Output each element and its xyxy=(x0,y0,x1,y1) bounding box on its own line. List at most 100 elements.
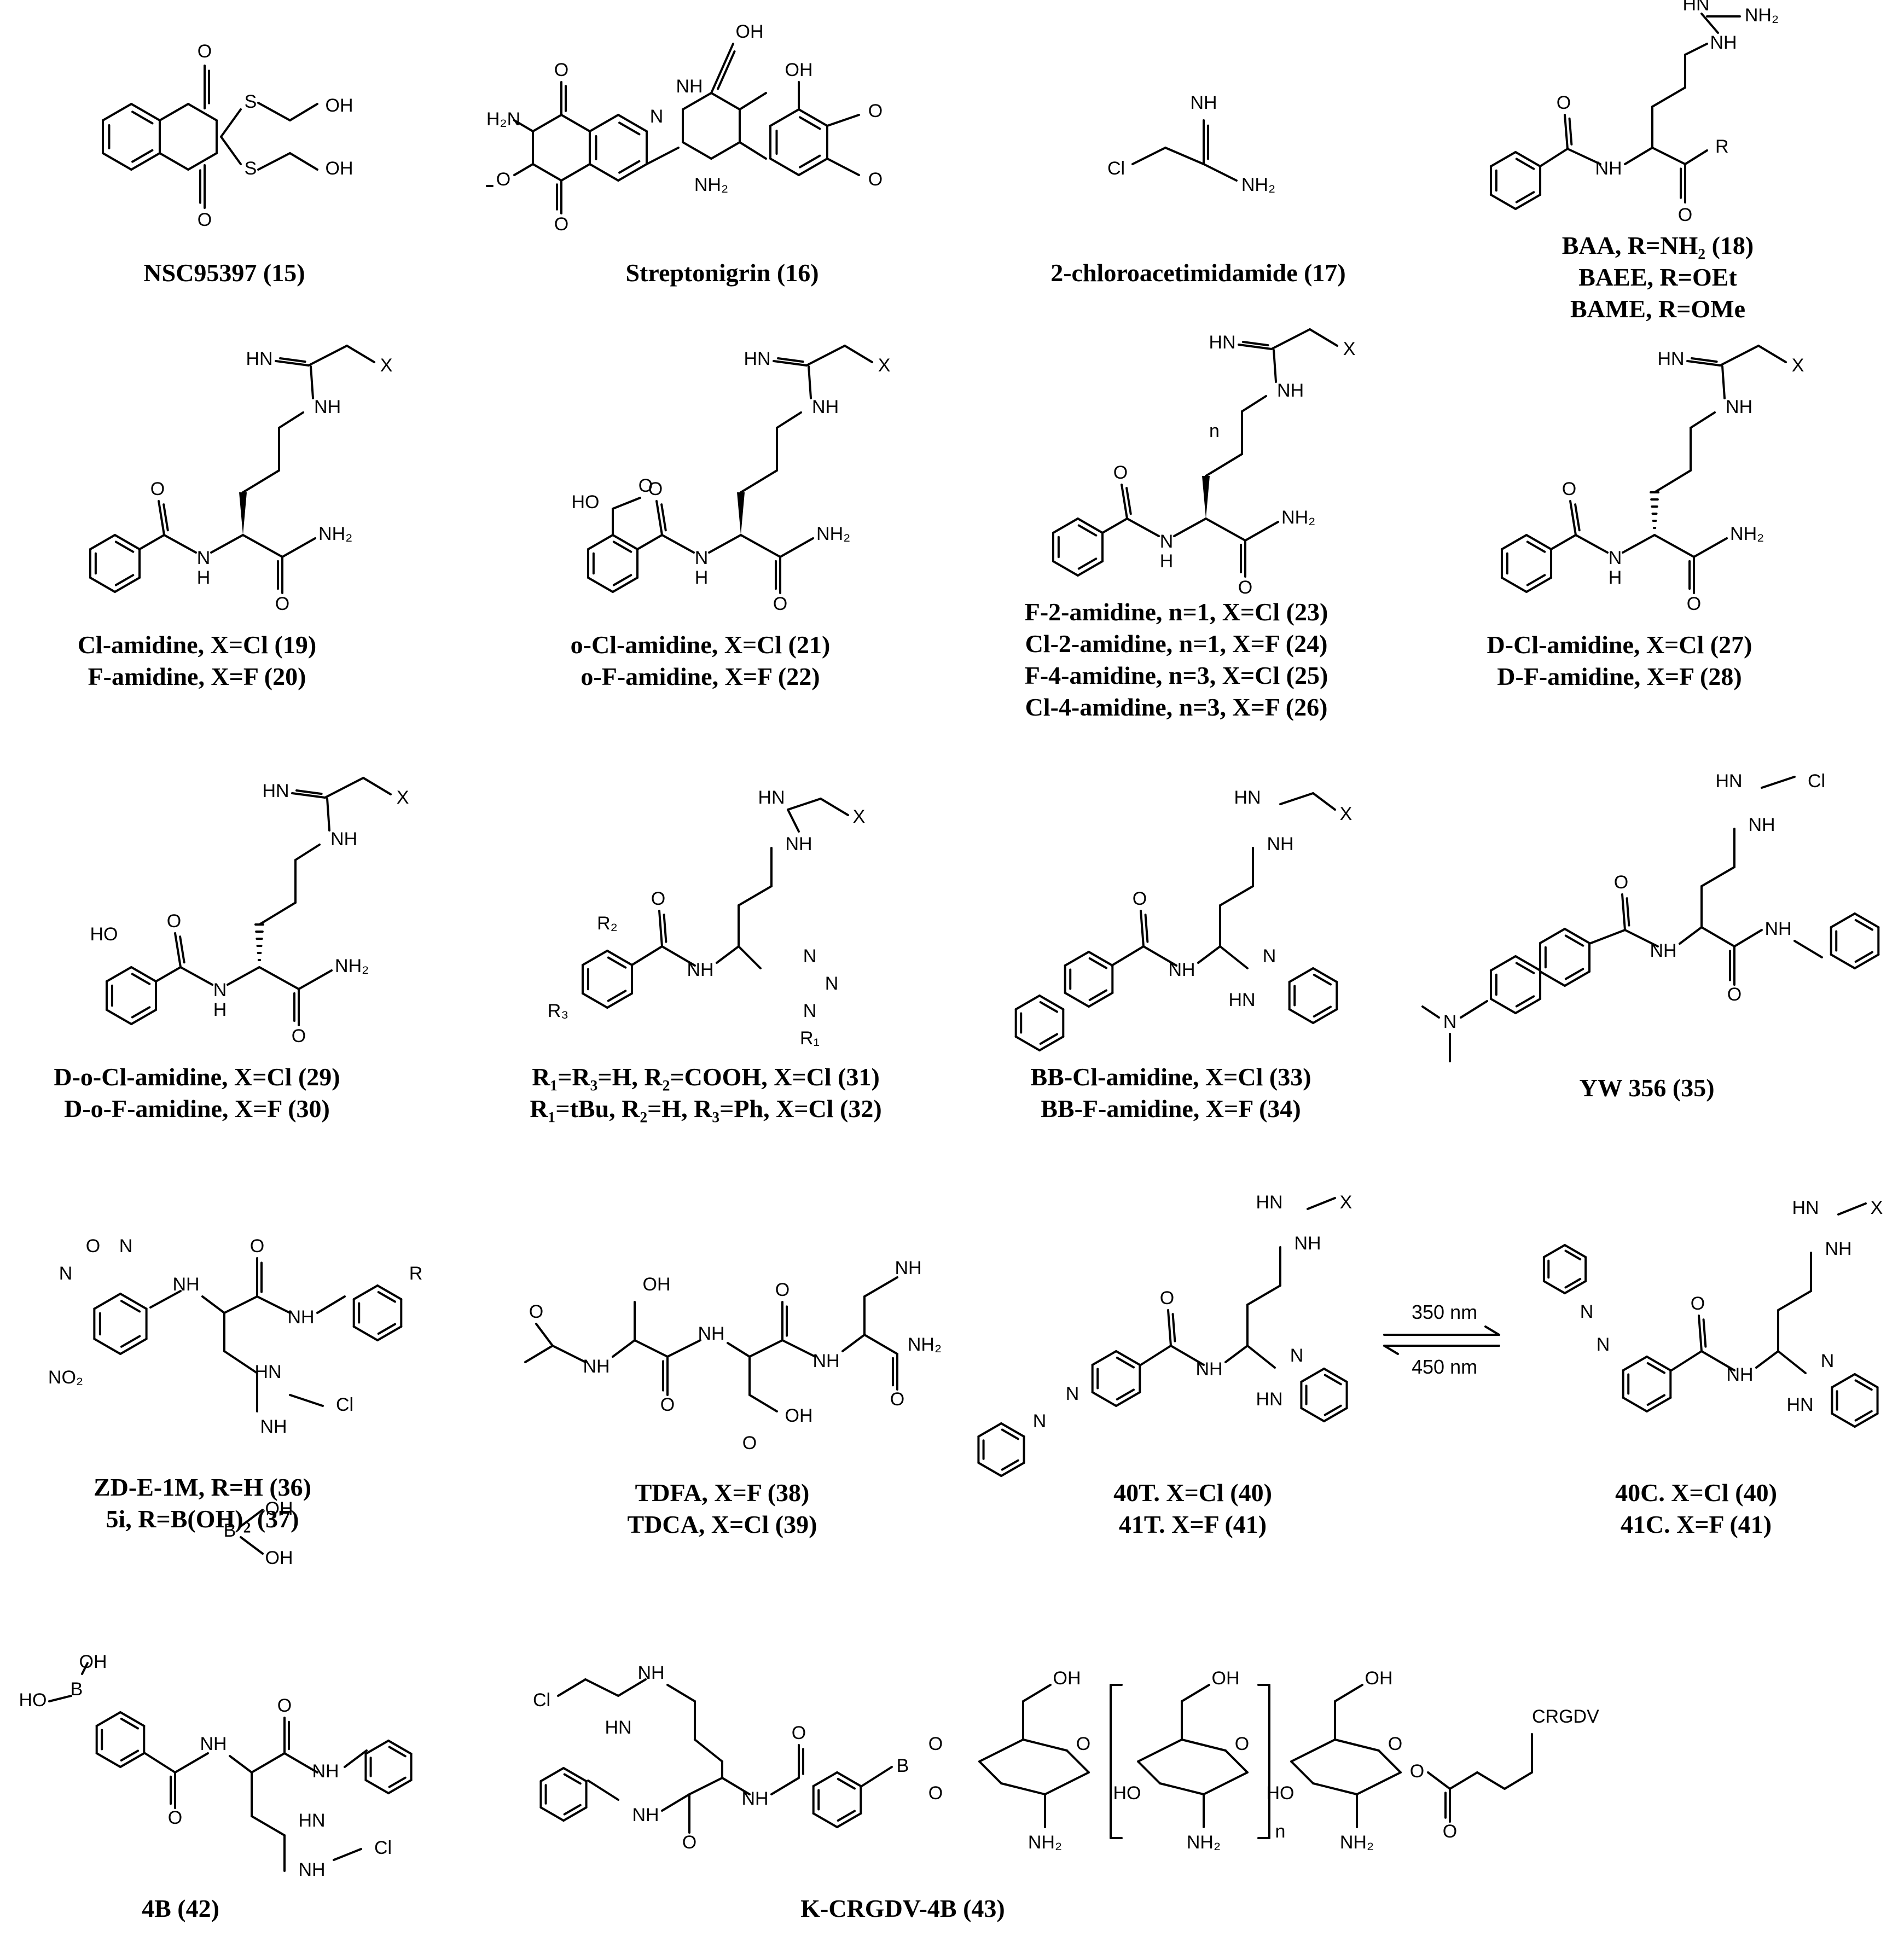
bond xyxy=(388,1776,407,1788)
bond xyxy=(1313,974,1332,986)
bond xyxy=(1564,1244,1587,1258)
bond xyxy=(114,574,135,586)
atom-label: HO xyxy=(1113,1783,1141,1804)
atom-label: NH xyxy=(1650,940,1676,961)
caption-line: BAEE, R=OEt xyxy=(1578,263,1737,291)
bond xyxy=(1137,1760,1161,1784)
atom-label: NH xyxy=(172,1274,199,1295)
atom-label: NH xyxy=(676,76,703,97)
bond xyxy=(1690,411,1716,429)
bond xyxy=(1170,1345,1205,1366)
atom-label: NH xyxy=(583,1356,609,1377)
bond xyxy=(227,966,261,986)
atom-label: O xyxy=(86,1236,100,1257)
bond xyxy=(587,577,614,593)
atom-label: N xyxy=(1263,946,1276,967)
bond xyxy=(1755,1350,1779,1369)
bond xyxy=(119,1711,146,1727)
bond xyxy=(158,500,166,536)
atom-label: O xyxy=(198,210,212,230)
bond xyxy=(777,357,804,363)
bond xyxy=(187,152,218,171)
atom-label: HN xyxy=(744,348,770,369)
bond xyxy=(1000,1422,1025,1438)
bond xyxy=(776,411,803,429)
bond xyxy=(1279,792,1314,805)
atom-label: OH xyxy=(326,158,353,179)
bond xyxy=(1205,518,1247,542)
bond xyxy=(81,1662,89,1675)
atom-label: O xyxy=(648,479,663,499)
bond xyxy=(1670,1350,1703,1371)
bond xyxy=(289,1394,324,1407)
bond xyxy=(251,1815,286,1836)
bond xyxy=(316,1295,346,1314)
bond xyxy=(1564,968,1584,980)
caption-line: R₁=R₃=H, R₂=COOH, X=Cl (31) xyxy=(532,1063,880,1091)
bond xyxy=(799,116,821,130)
bond xyxy=(229,1755,253,1774)
atom-label: X xyxy=(853,806,866,827)
bond xyxy=(607,956,627,969)
atom-label: NH xyxy=(260,1416,287,1437)
bond xyxy=(352,1284,379,1300)
atom-label: N xyxy=(119,1236,133,1257)
bond xyxy=(1044,1771,1090,1795)
atom-label: NO₂ xyxy=(48,1367,83,1388)
bond xyxy=(612,497,641,510)
atom-label: N xyxy=(1821,1351,1835,1371)
atom-label: NH xyxy=(298,1859,325,1880)
bond xyxy=(1651,86,1686,108)
atom-label: HN xyxy=(1234,787,1261,808)
atom-label: NH xyxy=(812,397,839,417)
atom-label: O xyxy=(529,1301,543,1322)
bond xyxy=(539,1767,565,1782)
bond xyxy=(1290,1760,1314,1784)
atom-label: HN xyxy=(605,1717,631,1738)
bond xyxy=(1793,940,1823,958)
caption-line: D-F-amidine, X=F (28) xyxy=(1497,662,1742,690)
bond xyxy=(1001,1428,1019,1440)
bond xyxy=(1542,1280,1566,1294)
bond xyxy=(223,1350,258,1374)
caption-line: D-o-F-amidine, X=F (30) xyxy=(64,1095,330,1123)
bond xyxy=(131,973,151,985)
bond xyxy=(138,534,166,550)
bond xyxy=(179,966,214,986)
atom-label: O xyxy=(1410,1761,1424,1782)
atom-label: N xyxy=(650,106,664,127)
bond xyxy=(1489,955,1517,972)
bond xyxy=(1837,1202,1867,1216)
bond xyxy=(174,1752,209,1774)
caption-c33: BB-Cl-amidine, X=Cl (33)BB-F-amidine, X=… xyxy=(897,1061,1444,1125)
bond xyxy=(89,534,116,550)
bond xyxy=(798,158,828,176)
atom-label: NH xyxy=(632,1805,659,1825)
caption-line: F-4-amidine, n=3, X=Cl (25) xyxy=(1024,661,1328,689)
bond xyxy=(376,1284,403,1300)
bond xyxy=(114,540,135,553)
bond xyxy=(636,534,664,550)
bond xyxy=(377,1291,397,1303)
bond xyxy=(617,1678,647,1697)
bond xyxy=(275,360,310,367)
bond xyxy=(1653,534,1696,558)
bond xyxy=(589,163,619,182)
bond xyxy=(1205,453,1244,477)
atom-label: N xyxy=(1597,1334,1610,1355)
bond xyxy=(826,158,860,176)
atom-label: NH₂ xyxy=(908,1334,942,1355)
bond xyxy=(1088,992,1114,1008)
arrow-reverse-label: 450 nm xyxy=(1412,1356,1478,1378)
bond xyxy=(826,114,860,127)
bond xyxy=(532,114,562,132)
bond xyxy=(1684,149,1708,165)
atom-label: R xyxy=(409,1263,423,1284)
atom-label: R₁ xyxy=(800,1028,820,1049)
atom-label: X xyxy=(878,355,891,376)
bond xyxy=(1246,1345,1276,1369)
